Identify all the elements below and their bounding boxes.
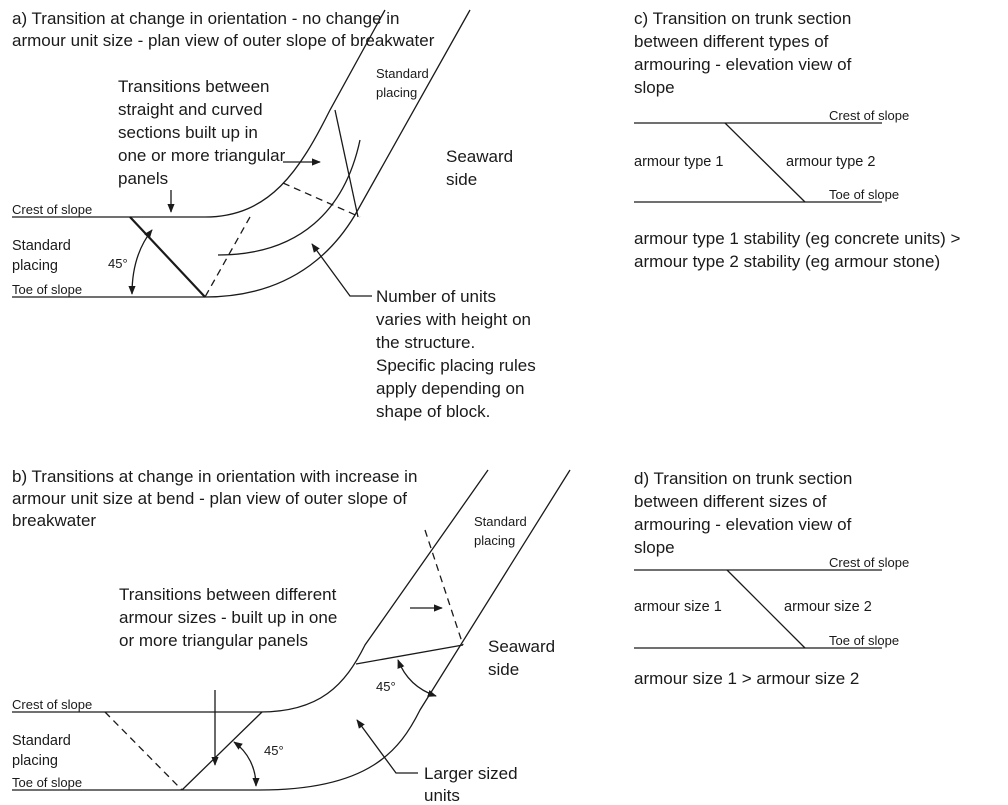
panel-a-diagonal <box>129 216 206 298</box>
panel-c-toe-label: Toe of slope <box>829 187 899 202</box>
panel-b-diagonal <box>181 711 263 791</box>
panel-b-note-transitions-line-1: Transitions between different <box>119 585 337 604</box>
panel-a-note-units-line-4: Specific placing rules <box>376 356 536 375</box>
panel-b-note-transitions-line-3: or more triangular panels <box>119 631 308 650</box>
panel-d-title-line-2: between different sizes of <box>634 492 827 511</box>
panel-c-transition-line <box>724 122 806 203</box>
panel-c-title-line-4: slope <box>634 78 675 97</box>
panel-d-armour-right: armour size 2 <box>784 599 872 615</box>
panel-a-standard-placing-left-2: placing <box>12 258 58 274</box>
panel-a-toe-line <box>12 9 471 298</box>
panel-a-crest-label: Crest of slope <box>12 202 92 217</box>
panel-a-note-transitions-line-4: one or more triangular <box>118 146 286 165</box>
panel-a-title-line-1: a) Transition at change in orientation -… <box>12 9 399 28</box>
panel-d-title-line-1: d) Transition on trunk section <box>634 469 852 488</box>
panel-b-title-line-3: breakwater <box>12 511 96 530</box>
panel-b: b) Transitions at change in orientation … <box>12 467 571 805</box>
panel-b-angle-lower-label: 45° <box>264 743 284 758</box>
panel-b-seaward-2: side <box>488 660 519 679</box>
panel-b-angle-upper-label: 45° <box>376 679 396 694</box>
panel-b-standard-placing-left-1: Standard <box>12 733 71 749</box>
panel-d-transition-line <box>726 569 806 649</box>
panel-a-note-units-line-6: shape of block. <box>376 402 490 421</box>
panel-d-toe-label: Toe of slope <box>829 633 899 648</box>
panel-a-note-transitions-line-3: sections built up in <box>118 123 258 142</box>
panel-a-note-transitions-line-2: straight and curved <box>118 100 263 119</box>
panel-a-title-line-2: armour unit size - plan view of outer sl… <box>12 31 435 50</box>
panel-b-note-transitions-line-2: armour sizes - built up in one <box>119 608 337 627</box>
panel-a-angle-arc <box>128 229 153 295</box>
panel-b-standard-placing-left-2: placing <box>12 753 58 769</box>
panel-a: a) Transition at change in orientation -… <box>12 9 536 421</box>
panel-b-panel-line <box>355 644 464 665</box>
panel-d: d) Transition on trunk section between d… <box>634 469 909 688</box>
panel-a-note-transitions: Transitions between straight and curved … <box>118 77 286 188</box>
panel-c: c) Transition on trunk section between d… <box>634 9 961 271</box>
panel-a-crest-line <box>12 9 386 218</box>
panel-b-dashed-right <box>424 529 464 646</box>
panel-c-title-line-2: between different types of <box>634 32 829 51</box>
panel-d-crest-label: Crest of slope <box>829 555 909 570</box>
panel-a-note-units-line-3: the structure. <box>376 333 475 352</box>
panel-b-toe-label: Toe of slope <box>12 775 82 790</box>
panel-a-note-transitions-line-1: Transitions between <box>118 77 270 96</box>
panel-b-larger-units-2: units <box>424 786 460 805</box>
panel-c-title-line-1: c) Transition on trunk section <box>634 9 851 28</box>
panel-a-panel-line <box>334 109 359 218</box>
panel-b-title-line-1: b) Transitions at change in orientation … <box>12 467 417 486</box>
panel-b-toe-line <box>12 469 571 791</box>
panel-a-note-transitions-line-5: panels <box>118 169 168 188</box>
panel-a-dashed-right <box>282 182 361 218</box>
panel-a-note-units-line-5: apply depending on <box>376 379 524 398</box>
panel-a-standard-placing-left-1: Standard <box>12 238 71 254</box>
panel-c-armour-left: armour type 1 <box>634 154 723 170</box>
panel-a-note-units: Number of units varies with height on th… <box>376 287 536 421</box>
panel-d-armour-left: armour size 1 <box>634 599 722 615</box>
panel-a-leader-units <box>311 243 372 297</box>
panel-a-note-units-line-1: Number of units <box>376 287 496 306</box>
panel-a-note-units-line-2: varies with height on <box>376 310 531 329</box>
panel-a-standard-placing-top-2: placing <box>376 85 417 100</box>
panel-b-angle-arc-lower <box>233 741 260 787</box>
panel-c-armour-right: armour type 2 <box>786 154 875 170</box>
panel-a-dashed-left <box>204 216 251 298</box>
panel-c-title-line-3: armouring - elevation view of <box>634 55 852 74</box>
panel-a-mid-curve <box>217 139 361 256</box>
panel-a-angle-label: 45° <box>108 256 128 271</box>
panel-b-seaward-1: Seaward <box>488 637 555 656</box>
panel-b-standard-placing-top-2: placing <box>474 533 515 548</box>
panel-c-note-line-2: armour type 2 stability (eg armour stone… <box>634 252 940 271</box>
panel-a-toe-label: Toe of slope <box>12 282 82 297</box>
panel-b-standard-placing-top-1: Standard <box>474 514 527 529</box>
panel-b-angle-arc-upper <box>397 659 437 697</box>
panel-c-note-line-1: armour type 1 stability (eg concrete uni… <box>634 229 961 248</box>
panel-b-crest-line <box>12 469 489 713</box>
panel-b-dashed-left <box>104 711 183 791</box>
panel-a-standard-placing-top-1: Standard <box>376 66 429 81</box>
panel-d-title-line-3: armouring - elevation view of <box>634 515 852 534</box>
panel-c-crest-label: Crest of slope <box>829 108 909 123</box>
panel-d-title-line-4: slope <box>634 538 675 557</box>
panel-a-seaward-2: side <box>446 170 477 189</box>
panel-a-seaward-1: Seaward <box>446 147 513 166</box>
panel-b-larger-units-1: Larger sized <box>424 764 518 783</box>
panel-b-note-transitions: Transitions between different armour siz… <box>119 585 337 650</box>
panel-b-title-line-2: armour unit size at bend - plan view of … <box>12 489 407 508</box>
panel-b-leader-units <box>356 719 418 774</box>
panel-b-crest-label: Crest of slope <box>12 697 92 712</box>
panel-d-note: armour size 1 > armour size 2 <box>634 669 859 688</box>
